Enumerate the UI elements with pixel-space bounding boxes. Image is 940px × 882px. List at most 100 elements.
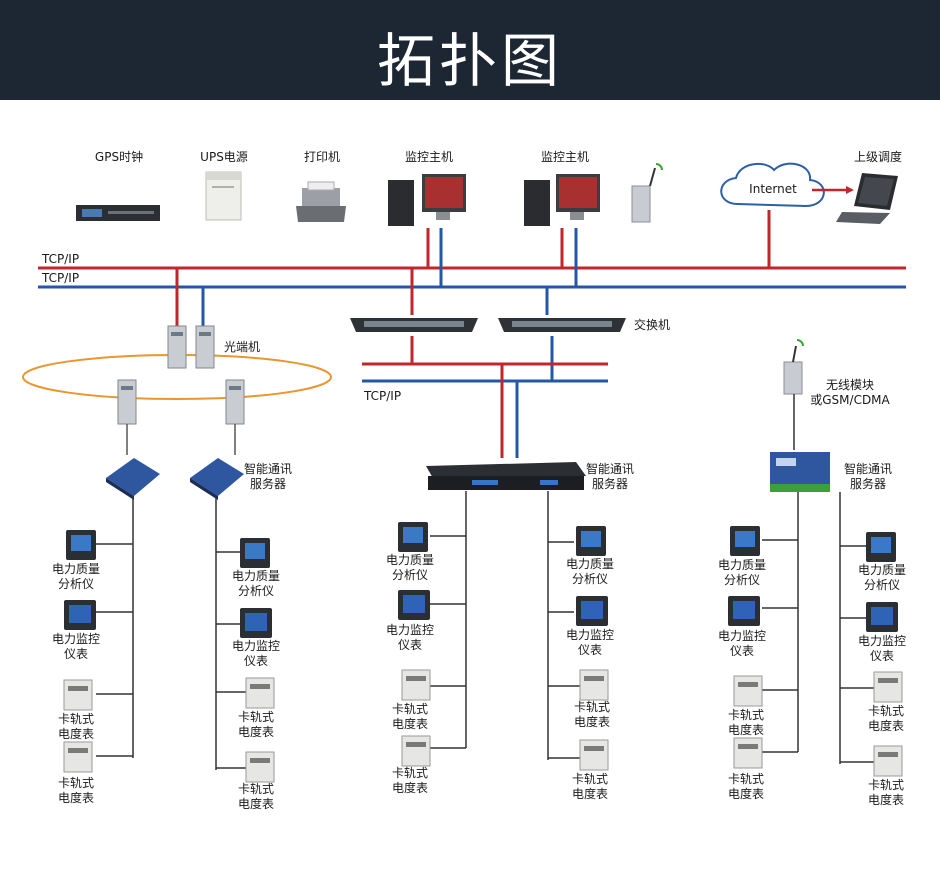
device-label: 仪表 (869, 649, 894, 663)
host2-label: 监控主机 (540, 150, 589, 164)
device-label: 电力质量 (51, 562, 100, 576)
device-label: 电度表 (391, 781, 428, 795)
device-label: 电度表 (571, 787, 608, 801)
device-label: 分析仪 (57, 577, 94, 591)
device-label: 电度表 (57, 727, 94, 741)
device-label: 卡轨式 (391, 702, 428, 716)
wireless-modem-icon-right (783, 339, 804, 395)
device-label: 仪表 (243, 654, 268, 668)
device-label: 电度表 (867, 719, 904, 733)
device-label: 卡轨式 (57, 776, 94, 790)
din-rail-meter-icon-7 (579, 669, 609, 701)
device-label: 电度表 (391, 717, 428, 731)
topology-diagram (22, 162, 906, 783)
device-label: 卡轨式 (867, 704, 904, 718)
device-label: 分析仪 (723, 573, 760, 587)
device-label: 仪表 (63, 647, 88, 661)
device-label: 电力质量 (857, 563, 906, 577)
device-label: 电力质量 (565, 557, 614, 571)
power-monitor-icon-4 (576, 596, 608, 626)
device-label: 电度表 (727, 723, 764, 737)
din-rail-meter-icon-3 (245, 677, 275, 709)
power-monitor-icon-6 (866, 602, 898, 632)
gps-label: GPS时钟 (94, 150, 144, 164)
ups-icon (205, 171, 242, 221)
device-label: 卡轨式 (867, 778, 904, 792)
switch-icon-1 (350, 318, 478, 332)
device-label: 卡轨式 (571, 772, 608, 786)
device-label: 电力监控 (717, 629, 766, 643)
comm-a-label-2: 服务器 (249, 477, 286, 491)
device-label: 电力监控 (565, 628, 614, 642)
optical-label: 光端机 (224, 340, 261, 354)
wireless-modem-icon-top (631, 163, 663, 223)
ups-label: UPS电源 (200, 150, 248, 164)
device-label: 电力监控 (385, 623, 434, 637)
device-label: 电度表 (727, 787, 764, 801)
superior-label: 上级调度 (853, 150, 902, 164)
printer-icon (296, 181, 346, 222)
switch-icon-2 (498, 318, 626, 332)
din-rail-meter-icon-8 (579, 739, 609, 771)
din-rail-meter-icon-4 (245, 751, 275, 783)
tcpip-label-3: TCP/IP (364, 389, 402, 403)
power-quality-analyzer-icon-1 (66, 530, 96, 560)
device-label: 卡轨式 (57, 712, 94, 726)
printer-label: 打印机 (303, 150, 340, 164)
power-quality-analyzer-icon-5 (730, 526, 760, 556)
device-label: 仪表 (577, 643, 602, 657)
comm-a-label-1: 智能通讯 (243, 462, 292, 476)
din-rail-meter-icon-1 (63, 679, 93, 711)
device-label: 电力监控 (51, 632, 100, 646)
power-quality-analyzer-icon-2 (240, 538, 270, 568)
comm-server-icon-1 (106, 458, 160, 500)
device-label: 卡轨式 (237, 782, 274, 796)
power-monitor-icon-3 (398, 590, 430, 620)
device-label: 卡轨式 (727, 772, 764, 786)
device-label: 卡轨式 (237, 710, 274, 724)
din-rail-meter-icon-10 (733, 737, 763, 769)
comm-b-label-1: 智能通讯 (585, 462, 634, 476)
device-label: 仪表 (397, 638, 422, 652)
din-rail-meter-icon-11 (873, 671, 903, 703)
wireless-label-2: 或GSM/CDMA (810, 393, 890, 407)
power-quality-analyzer-icon-4 (576, 526, 606, 556)
gps-clock-icon (76, 205, 160, 221)
din-rail-meter-icon-2 (63, 741, 93, 773)
device-label: 电度表 (867, 793, 904, 807)
tcpip-label-1: TCP/IP (42, 252, 80, 266)
din-rail-meter-icon-9 (733, 675, 763, 707)
page-title: 拓扑图 (376, 27, 563, 95)
monitor-host-icon-1 (388, 174, 466, 226)
laptop-icon (836, 173, 898, 224)
power-quality-analyzer-icon-6 (866, 532, 896, 562)
device-label: 电度表 (573, 715, 610, 729)
power-monitor-icon-5 (728, 596, 760, 626)
host1-label: 监控主机 (404, 150, 453, 164)
power-monitor-icon-1 (64, 600, 96, 630)
comm-server-icon-2 (190, 458, 244, 500)
device-label: 分析仪 (863, 578, 900, 592)
device-label: 电度表 (237, 797, 274, 811)
device-label: 分析仪 (237, 584, 274, 598)
comm-server-icon-right (770, 452, 830, 492)
header-banner: 拓扑图 (0, 0, 940, 100)
device-label: 电力质量 (717, 558, 766, 572)
power-monitor-icon-2 (240, 608, 272, 638)
comm-c-label-2: 服务器 (849, 477, 886, 491)
device-label: 分析仪 (391, 568, 428, 582)
device-label: 卡轨式 (391, 766, 428, 780)
wireless-label-1: 无线模块 (825, 378, 874, 392)
device-label: 电力质量 (385, 553, 434, 567)
optical-transceiver-icon-4 (225, 379, 245, 425)
comm-b-label-2: 服务器 (591, 477, 628, 491)
monitor-host-icon-2 (524, 174, 600, 226)
tcpip-label-2: TCP/IP (42, 271, 80, 285)
din-rail-meter-icon-6 (401, 735, 431, 767)
device-label: 卡轨式 (727, 708, 764, 722)
switch-label: 交换机 (634, 318, 671, 332)
optical-transceiver-icon-1 (167, 325, 187, 369)
din-rail-meter-icon-5 (401, 669, 431, 701)
device-label: 分析仪 (571, 572, 608, 586)
device-label: 仪表 (729, 644, 754, 658)
